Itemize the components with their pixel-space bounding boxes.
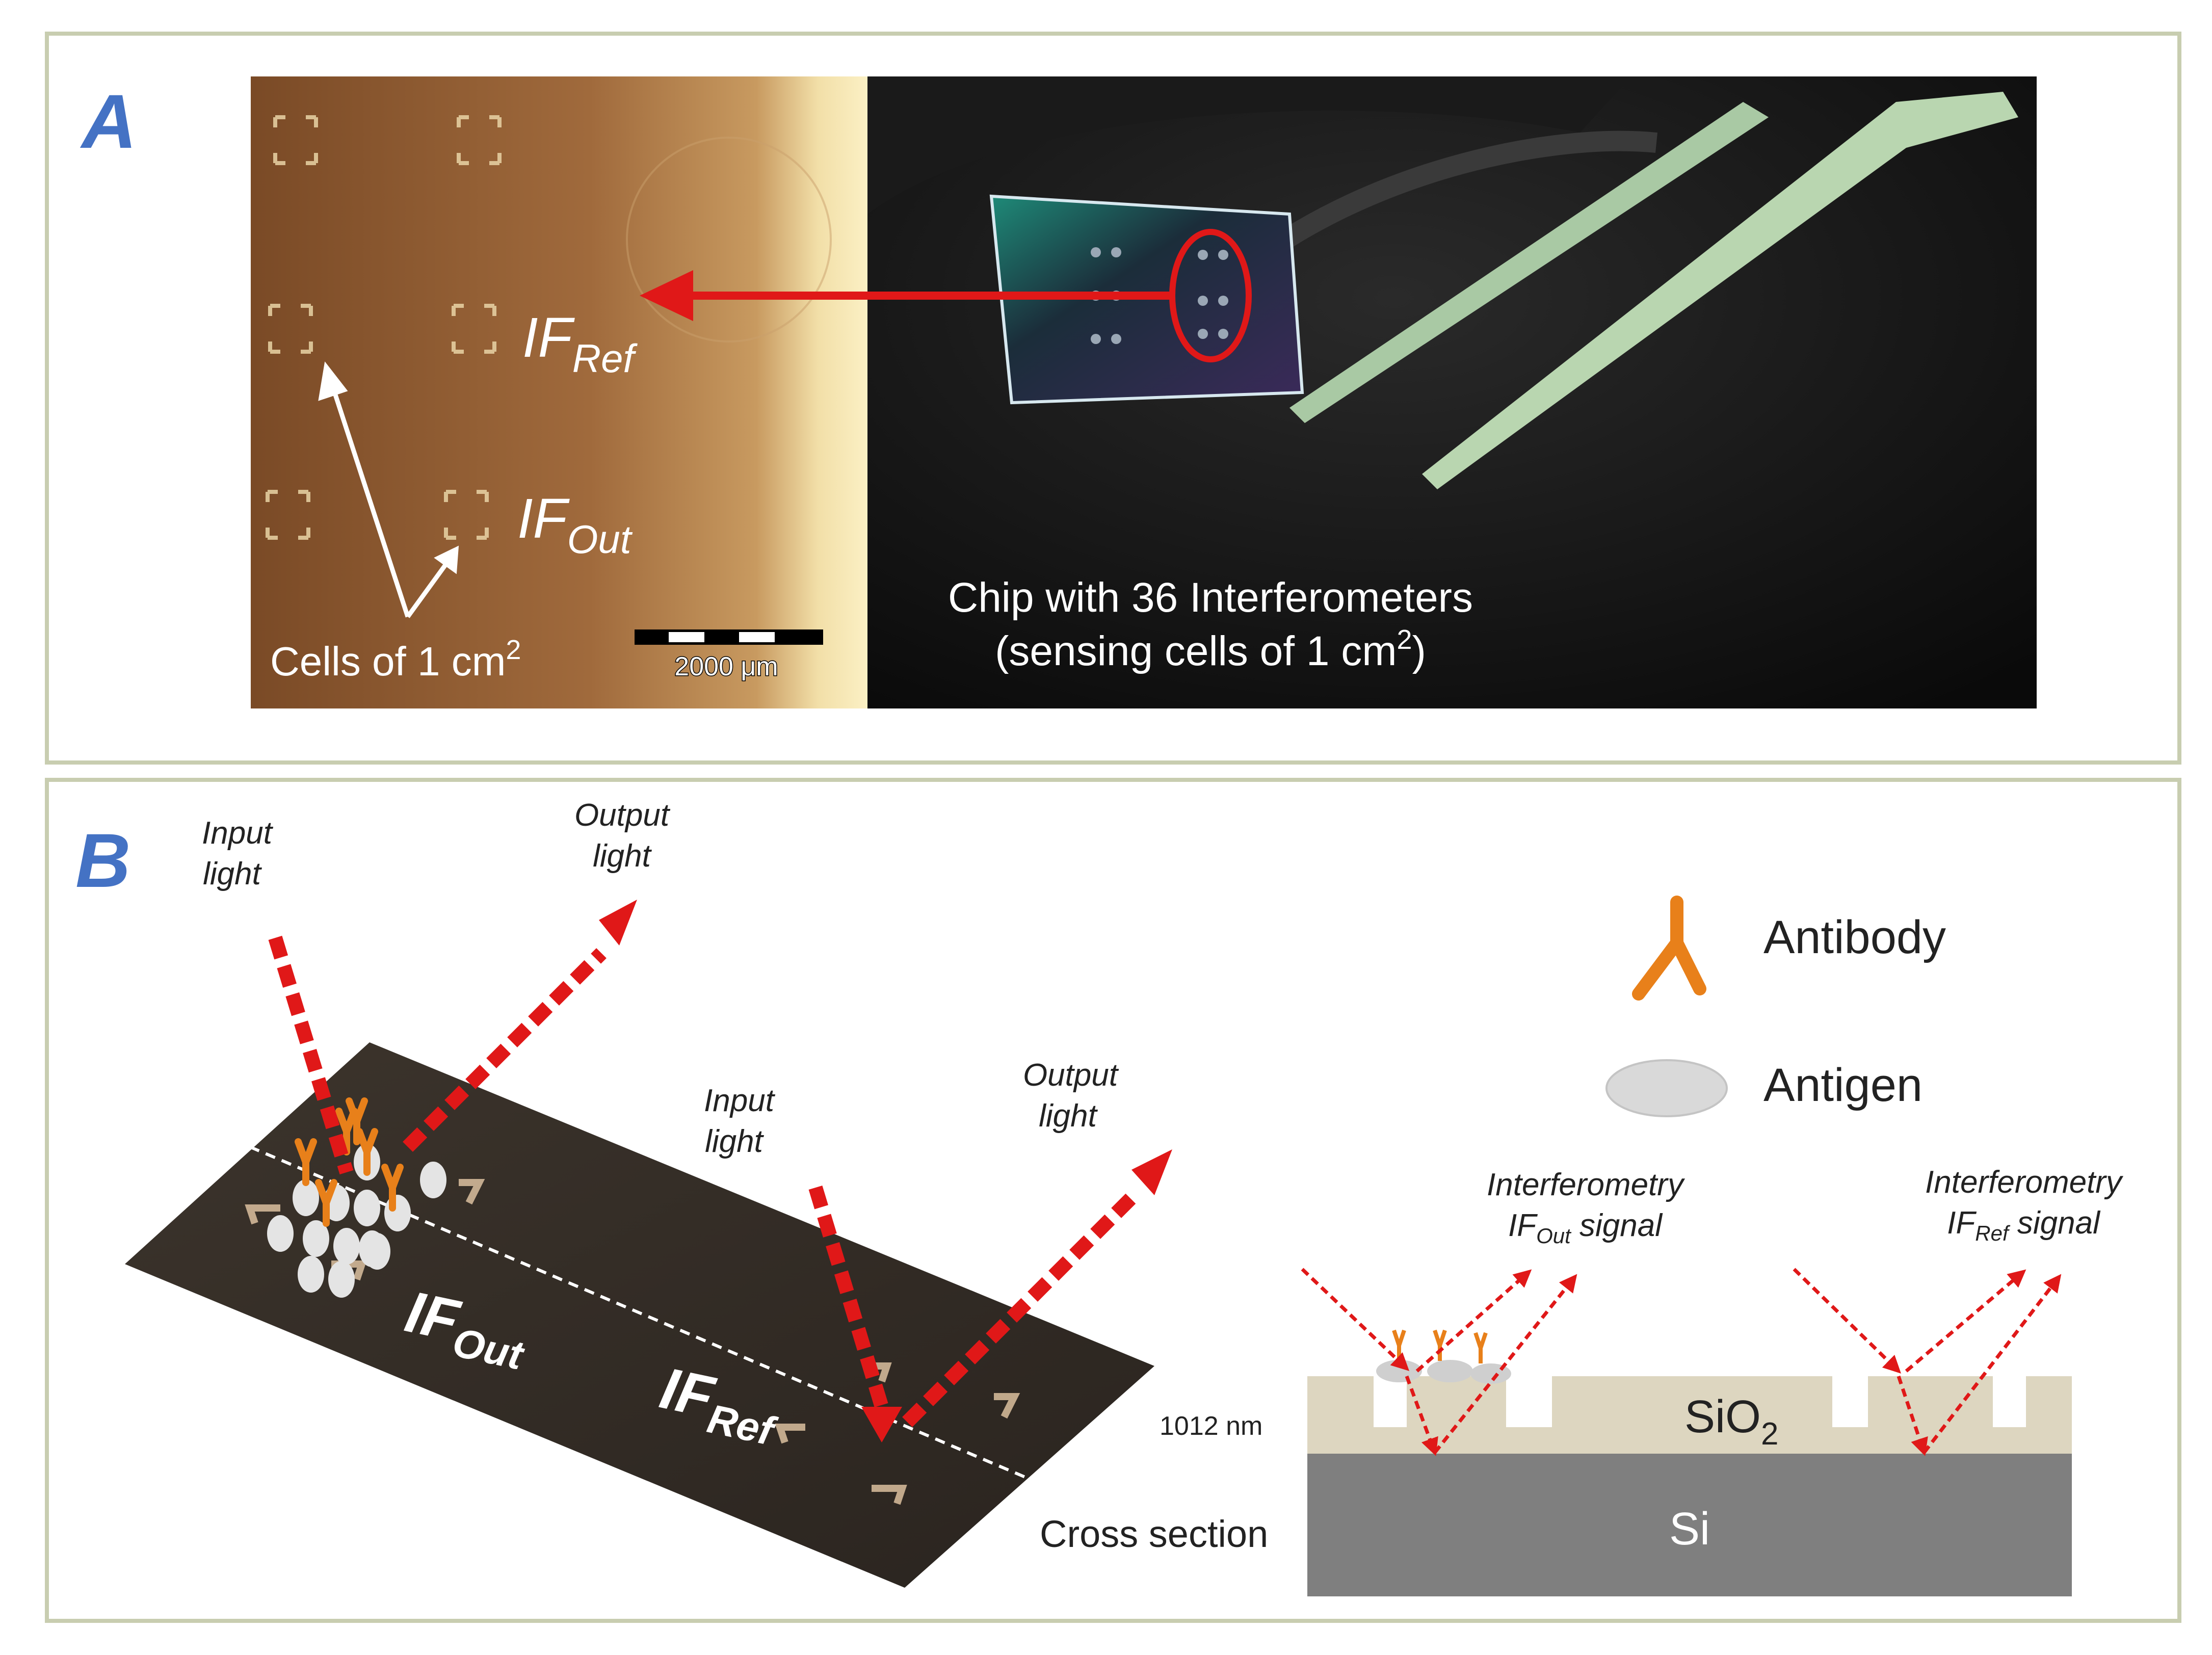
antibody-icon [1632, 896, 1706, 1001]
microscope-image [251, 76, 867, 708]
cross-section-line [249, 1145, 1076, 1500]
cross-section-schematic: SiO2 Si 1012 nm Interferometry IFOut sig… [1160, 1165, 2124, 1596]
output-light-2-line2: light [1039, 1098, 1098, 1134]
input-light-2-line2: light [705, 1124, 765, 1159]
chip-slab [125, 1042, 1154, 1588]
output-light-1-line1: Output [574, 798, 671, 833]
signal-ref-line2: IFRef signal [1947, 1205, 2101, 1245]
output-light-1-line2: light [593, 838, 652, 874]
legend-antibody-label: Antibody [1763, 911, 1946, 963]
signal-ref-line1: Interferometry [1925, 1165, 2124, 1200]
chip-photo [867, 76, 2037, 708]
panel-a-if-ref-label: IFRef [522, 306, 638, 381]
panel-a-if-out-label: IFOut [517, 487, 633, 562]
sio2-label: SiO2 [1684, 1391, 1779, 1452]
legend-antigen-label: Antigen [1763, 1059, 1923, 1111]
cells-label: Cells of 1 cm2 [270, 635, 521, 684]
light-arrows-chip [268, 935, 1137, 1427]
legend: Antibody Antigen [1605, 896, 1946, 1117]
si-label: Si [1669, 1504, 1710, 1555]
sio2-layer [1307, 1376, 2072, 1454]
input-light-2-line1: Input [704, 1083, 776, 1118]
chip-caption-line1: Chip with 36 Interferometers [948, 574, 1473, 621]
signal-out-line2: IFOut signal [1508, 1208, 1663, 1248]
cross-section-label: Cross section [1040, 1513, 1268, 1555]
zoom-arrow [640, 270, 1175, 321]
scale-bar: 2000 μm [635, 629, 823, 682]
si-layer [1307, 1454, 2072, 1596]
input-light-1-line2: light [203, 856, 262, 891]
light-arrowheads-chip [599, 900, 1172, 1442]
output-light-2-line1: Output [1023, 1058, 1119, 1093]
input-light-1-line1: Input [202, 816, 274, 851]
panel-a-letter: A [80, 78, 137, 164]
thickness-label: 1012 nm [1160, 1411, 1262, 1441]
panel-b-letter: B [75, 818, 130, 903]
cells-arrows [318, 361, 459, 618]
chip-caption-line2: (sensing cells of 1 cm2) [995, 624, 1426, 674]
antigen-icon [1605, 1059, 1728, 1117]
signal-out-line1: Interferometry [1487, 1167, 1686, 1202]
scale-bar-label: 2000 μm [674, 652, 778, 681]
